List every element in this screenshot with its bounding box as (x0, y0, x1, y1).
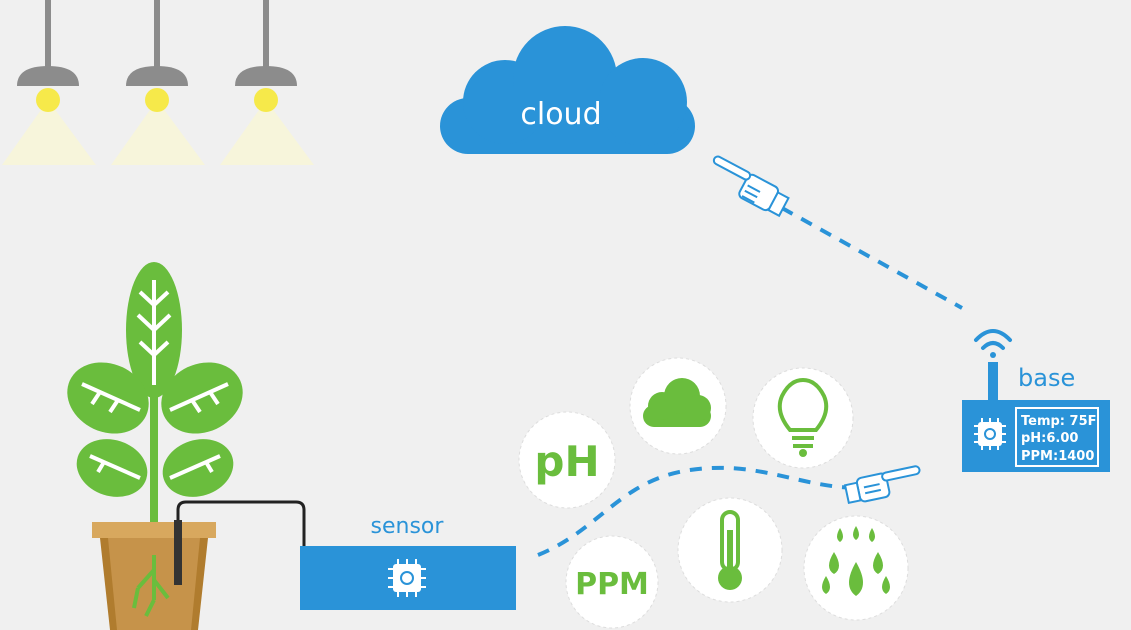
sensor-probe (174, 520, 182, 585)
bubble-weather (629, 357, 727, 455)
light-cone-2 (111, 100, 205, 165)
plant-stem (150, 270, 158, 570)
sensor-label: sensor (371, 514, 445, 539)
base-screen (1015, 407, 1099, 467)
chip-icon (974, 418, 1006, 450)
pointing-hand-icon (712, 155, 790, 218)
base-antenna (988, 362, 998, 404)
base-label: base (1018, 364, 1075, 392)
base-readout-temp: Temp: 75F (1021, 414, 1097, 429)
light-cone-1 (2, 100, 96, 165)
ppm-label: PPM (575, 567, 649, 602)
bubble-humidity (803, 515, 909, 621)
base-readout-ppm: PPM:1400 (1021, 449, 1094, 464)
ph-label: pH (534, 437, 599, 486)
weather-cloud-icon (643, 378, 711, 427)
link-sensor-base (537, 465, 861, 557)
sensor-probe-wire (176, 500, 306, 585)
measurement-bubbles: pH PPM (518, 357, 909, 629)
bulb-1 (36, 88, 60, 112)
light-cone-3 (220, 100, 314, 165)
ceiling-lamp-icon (235, 66, 297, 86)
plant (67, 262, 243, 630)
lamps (2, 0, 314, 165)
light-bulb-icon (777, 377, 829, 448)
pointing-hand-icon (843, 465, 921, 505)
base-station: base Temp: 75F pH:6.00 PPM:1400 (962, 329, 1110, 472)
bubble-ppm: PPM (565, 535, 659, 629)
lamp-3 (220, 0, 314, 165)
wifi-icon (974, 329, 1012, 358)
ceiling-lamp-icon (17, 66, 79, 86)
bulb-2 (145, 88, 169, 112)
bubble-light (752, 367, 854, 469)
thermometer-icon (718, 510, 742, 590)
bulb-3 (254, 88, 278, 112)
lamp-2 (111, 0, 205, 165)
link-cloud-base (781, 206, 963, 310)
plant-roots (132, 555, 170, 617)
base-readout-ph: pH:6.00 (1021, 431, 1078, 446)
water-drops-icon (822, 526, 890, 596)
plant-icon (126, 262, 182, 398)
lamp-1 (2, 0, 96, 165)
cloud-label: cloud (520, 97, 601, 132)
cloud: cloud (440, 26, 695, 154)
chip-icon (388, 559, 426, 597)
sensor: sensor (300, 514, 516, 610)
ceiling-lamp-icon (126, 66, 188, 86)
bubble-ph: pH (518, 411, 616, 509)
bubble-temperature (677, 497, 783, 603)
